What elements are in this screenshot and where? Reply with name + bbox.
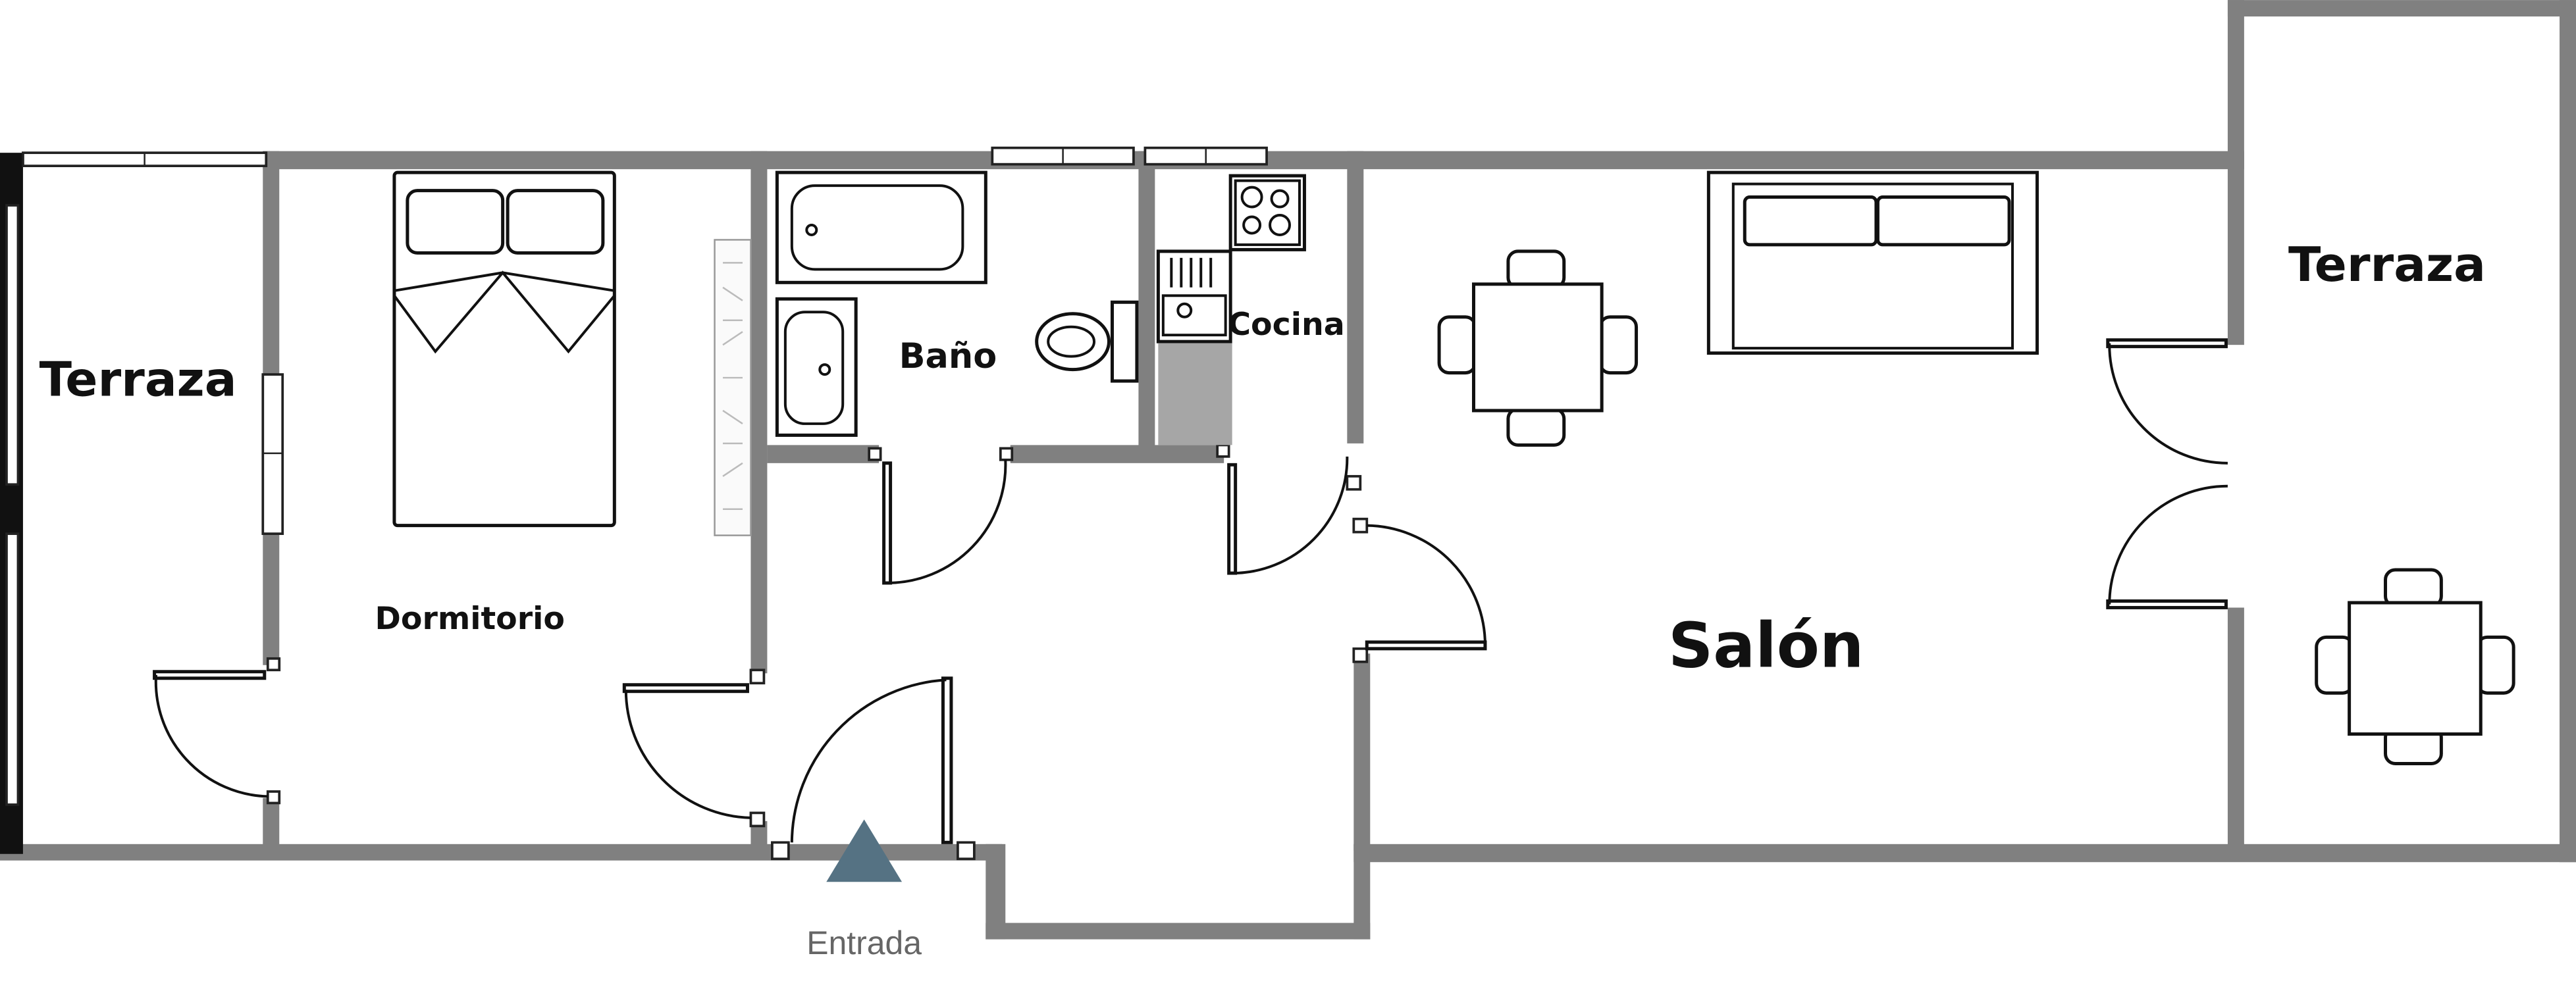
room-label-terrace-right: Terraza [2288,238,2486,293]
room-label-terrace-left: Terraza [39,353,237,408]
room-label-bedroom: Dormitorio [375,601,565,637]
room-label-living-room: Salón [1668,609,1864,682]
wardrobe [714,239,752,536]
sofa [1706,170,2039,355]
terrace-table [2315,568,2515,766]
doors [153,338,2228,861]
toilet [1035,300,1139,383]
walls [0,0,2576,940]
stove [1228,174,1306,251]
bathtub [775,170,987,284]
entrance-label: Entrada [806,924,922,961]
double-bed [392,170,616,528]
terrace-window-frames [0,146,1268,854]
kitchen-counter [1158,343,1232,445]
shower-basin [775,297,858,437]
room-label-bathroom: Baño [899,336,997,376]
entrance-marker-icon [826,819,903,882]
room-label-kitchen: Cocina [1228,307,1344,343]
dining-table [1437,249,1639,447]
sink [1156,249,1232,343]
